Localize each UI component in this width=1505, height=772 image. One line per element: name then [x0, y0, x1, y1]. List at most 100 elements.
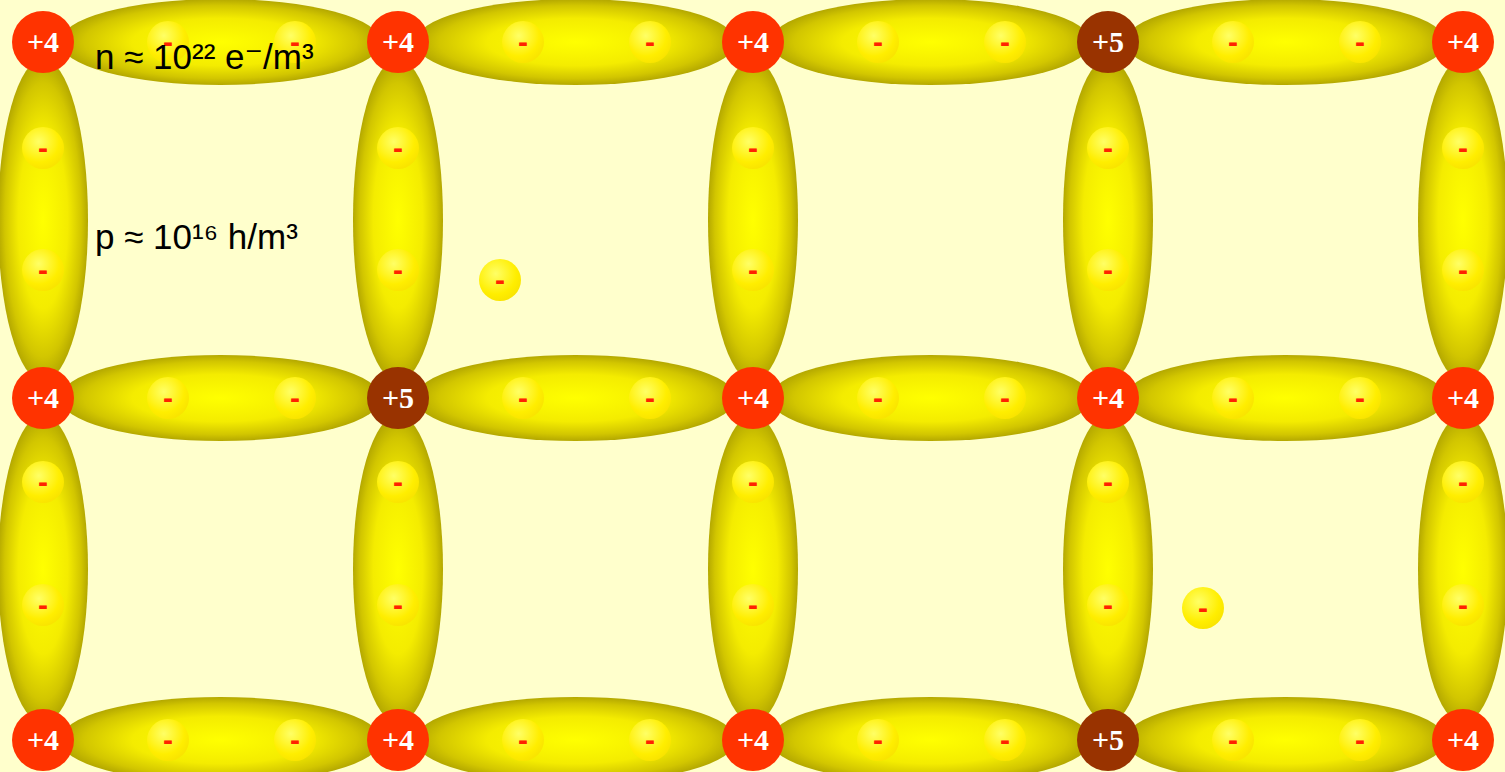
covalent-bond [1063, 415, 1153, 723]
carrier-density: n ≈ 10²² e⁻/m³ [95, 36, 314, 78]
electron-sign: - [1000, 383, 1010, 413]
donor-atom: +5 [367, 367, 429, 429]
electron-sign: - [1458, 255, 1468, 285]
silicon-atom: +4 [722, 11, 784, 73]
bond-electron: - [1212, 719, 1254, 761]
covalent-bond [60, 0, 381, 85]
bond-electron: - [1442, 584, 1484, 626]
covalent-bond [0, 59, 88, 381]
atom-charge: +4 [1092, 383, 1124, 413]
bond-electron: - [1339, 377, 1381, 419]
electron-sign: - [645, 383, 655, 413]
covalent-bond [708, 59, 798, 381]
electron-sign: - [748, 467, 758, 497]
bond-electron: - [1087, 127, 1129, 169]
bond-electron: - [502, 719, 544, 761]
electron-sign: - [393, 133, 403, 163]
electron-sign: - [645, 725, 655, 755]
atom-charge: +4 [382, 27, 414, 57]
atom-charge: +4 [27, 725, 59, 755]
bond-electron: - [984, 21, 1026, 63]
electron-sign: - [163, 383, 173, 413]
atom-charge: +4 [737, 725, 769, 755]
electron-sign: - [748, 133, 758, 163]
silicon-atom: +4 [367, 709, 429, 771]
atom-charge: +5 [382, 383, 414, 413]
electron-sign: - [873, 27, 883, 57]
covalent-bond [60, 355, 381, 441]
bond-electron: - [732, 461, 774, 503]
bond-electron: - [629, 377, 671, 419]
bond-electron: - [1212, 21, 1254, 63]
silicon-atom: +4 [1077, 367, 1139, 429]
silicon-atom: +4 [1432, 11, 1494, 73]
covalent-bond [1418, 59, 1505, 381]
bond-electron: - [732, 584, 774, 626]
covalent-bond [770, 355, 1091, 441]
silicon-atom: +4 [12, 11, 74, 73]
electron-sign: - [873, 725, 883, 755]
bond-electron: - [22, 584, 64, 626]
silicon-atom: +4 [1432, 367, 1494, 429]
bond-electron: - [377, 249, 419, 291]
bond-electron: - [377, 584, 419, 626]
electron-sign: - [393, 255, 403, 285]
covalent-bond [1125, 0, 1446, 85]
bond-electron: - [1339, 719, 1381, 761]
electron-sign: - [1355, 725, 1365, 755]
covalent-bond [415, 0, 736, 85]
covalent-bond [770, 697, 1091, 772]
electron-sign: - [495, 265, 505, 295]
covalent-bond [1418, 415, 1505, 723]
bond-electron: - [502, 21, 544, 63]
bond-electron: - [147, 719, 189, 761]
electron-sign: - [1228, 725, 1238, 755]
electron-sign: - [38, 467, 48, 497]
atom-charge: +4 [1447, 27, 1479, 57]
electron-sign: - [290, 725, 300, 755]
electron-sign: - [518, 383, 528, 413]
electron-sign: - [1458, 590, 1468, 620]
covalent-bond [770, 0, 1091, 85]
bond-electron: - [1339, 21, 1381, 63]
electron-sign: - [1458, 467, 1468, 497]
silicon-atom: +4 [12, 709, 74, 771]
silicon-atom: +4 [722, 367, 784, 429]
bond-electron: - [1087, 249, 1129, 291]
silicon-atom: +4 [12, 367, 74, 429]
electron-sign: - [748, 255, 758, 285]
bond-electron: - [1087, 461, 1129, 503]
atom-charge: +4 [27, 383, 59, 413]
bond-electron: - [857, 377, 899, 419]
silicon-atom: +4 [1432, 709, 1494, 771]
donor-atom: +5 [1077, 11, 1139, 73]
bond-electron: - [502, 377, 544, 419]
bond-electron: - [147, 377, 189, 419]
electron-sign: - [38, 590, 48, 620]
bond-electron: - [22, 461, 64, 503]
bond-electron: - [629, 719, 671, 761]
bond-electron: - [1087, 584, 1129, 626]
bond-electron: - [857, 719, 899, 761]
bond-electron: - [629, 21, 671, 63]
electron-sign: - [38, 133, 48, 163]
covalent-bond [1125, 355, 1446, 441]
atom-charge: +4 [737, 27, 769, 57]
electron-sign: - [748, 590, 758, 620]
bond-electron: - [274, 377, 316, 419]
electron-sign: - [1103, 590, 1113, 620]
bond-electron: - [1442, 249, 1484, 291]
electron-sign: - [38, 255, 48, 285]
electron-sign: - [518, 725, 528, 755]
covalent-bond [353, 59, 443, 381]
covalent-bond [1063, 59, 1153, 381]
atom-charge: +4 [1447, 383, 1479, 413]
electron-sign: - [290, 383, 300, 413]
bond-electron: - [22, 127, 64, 169]
electron-sign: - [1458, 133, 1468, 163]
bond-electron: - [377, 461, 419, 503]
bond-electron: - [22, 249, 64, 291]
bond-electron: - [732, 249, 774, 291]
bond-electron: - [1212, 377, 1254, 419]
